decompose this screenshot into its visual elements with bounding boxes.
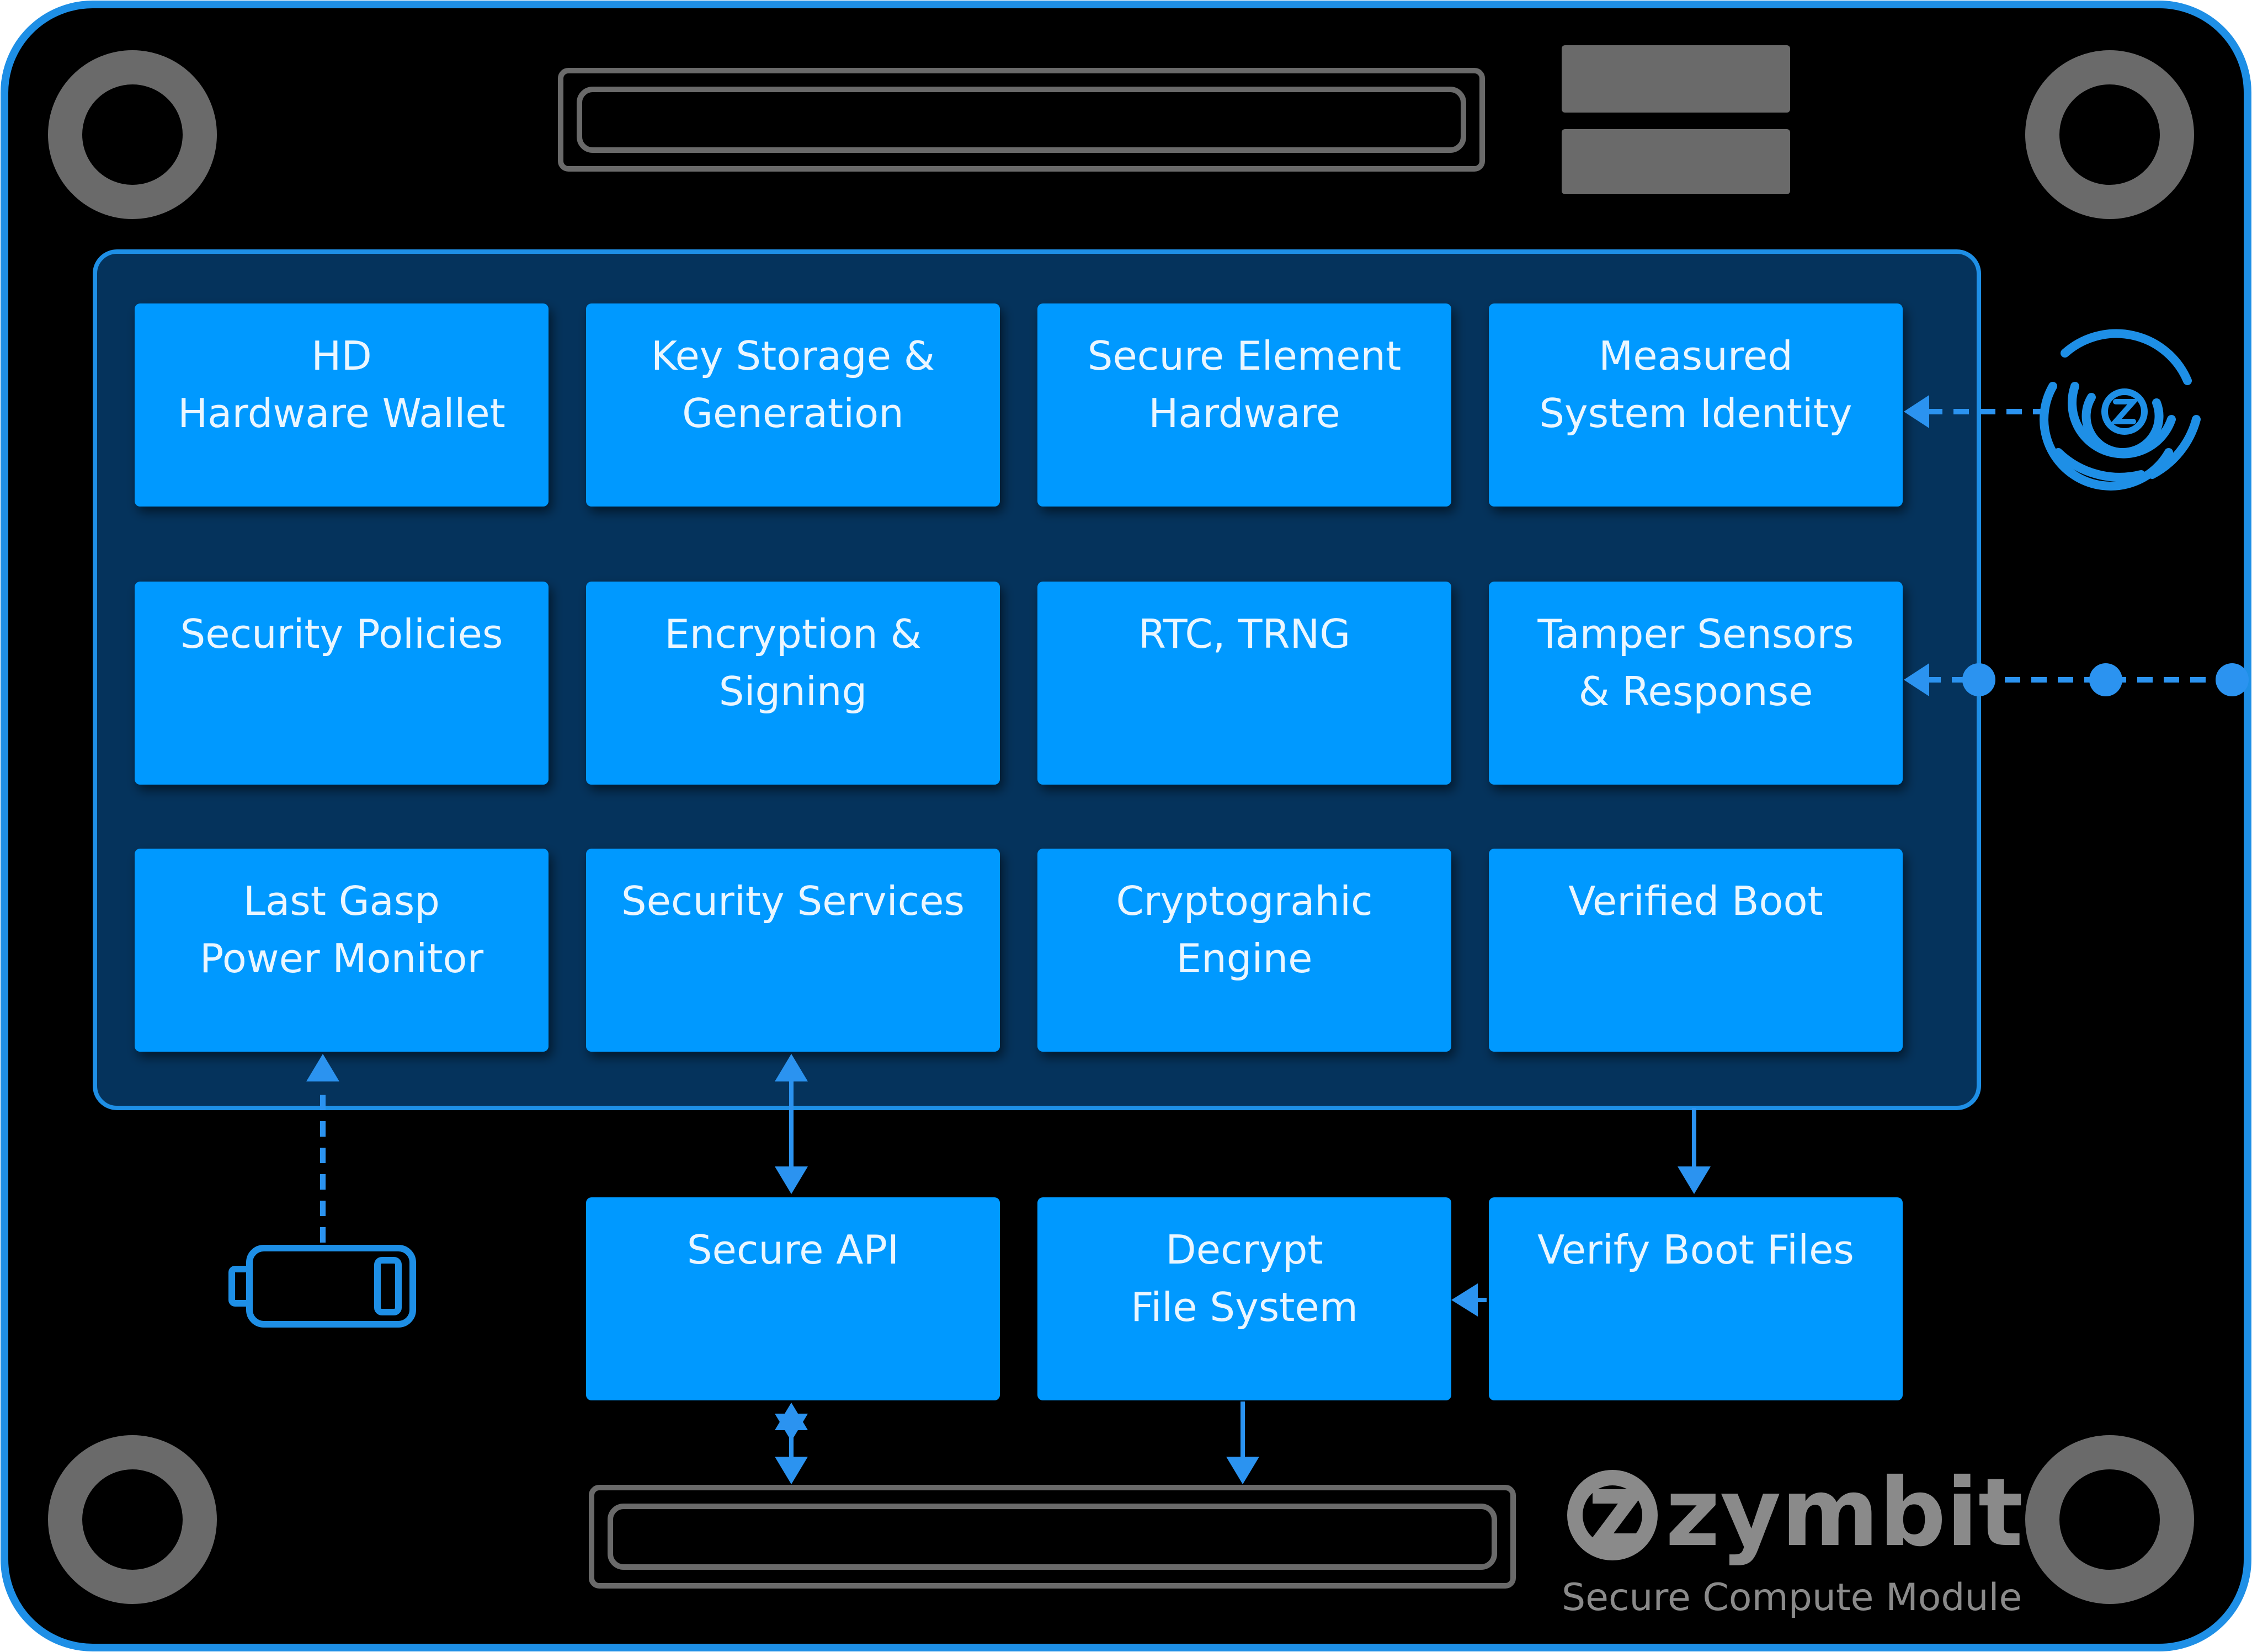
block-label: Last Gasp — [243, 878, 440, 924]
block-rect — [1489, 303, 1903, 507]
block-rect — [586, 582, 1000, 785]
block-hd-wallet: HD Hardware Wallet — [135, 303, 549, 507]
arrows — [306, 395, 2249, 1484]
battery-icon — [228, 1245, 416, 1328]
mounting-hole-top-right — [2025, 50, 2194, 219]
block-rect — [135, 849, 549, 1052]
mounting-holes — [48, 50, 2194, 1604]
block-rect — [1037, 303, 1451, 507]
tamper-node-3 — [2216, 663, 2249, 696]
block-label: Measured — [1599, 333, 1793, 379]
block-security-policies: Security Policies — [135, 582, 549, 785]
block-tamper-sensors: Tamper Sensors & Response — [1489, 582, 1903, 785]
tamper-node-2 — [2089, 663, 2122, 696]
block-rect — [135, 303, 549, 507]
block-label: Verified Boot — [1568, 878, 1823, 924]
block-label: Security Policies — [180, 611, 503, 657]
block-rtc-trng: RTC, TRNG — [1037, 582, 1451, 785]
block-label: Security Services — [621, 878, 965, 924]
block-rect — [586, 849, 1000, 1052]
block-encryption-signing: Encryption & Signing — [586, 582, 1000, 785]
block-rect — [1037, 582, 1451, 785]
block-label: Power Monitor — [200, 935, 484, 982]
block-rect — [586, 303, 1000, 507]
block-label: HD — [311, 333, 372, 379]
block-verify-boot-files: Verify Boot Files — [1489, 1197, 1903, 1400]
block-secure-api: Secure API — [586, 1197, 1000, 1400]
block-label: Encryption & — [664, 611, 922, 657]
block-key-storage: Key Storage & Generation — [586, 303, 1000, 507]
block-rect — [1037, 1197, 1451, 1400]
tamper-node-1 — [1962, 663, 1995, 696]
block-label: Hardware Wallet — [178, 390, 505, 436]
block-rect — [1037, 849, 1451, 1052]
block-label: File System — [1131, 1284, 1358, 1330]
block-label: Signing — [719, 668, 867, 715]
block-rect — [135, 582, 549, 785]
identity-arrowhead — [1904, 395, 1929, 428]
block-label: Tamper Sensors — [1537, 611, 1854, 657]
fingerprint-z-icon — [2040, 329, 2201, 491]
brand-tagline: Secure Compute Module — [1562, 1576, 2022, 1619]
mounting-hole-bottom-right — [2025, 1435, 2194, 1604]
block-label: Key Storage & — [651, 333, 935, 379]
block-label: Engine — [1176, 935, 1313, 982]
block-verified-boot: Verified Boot — [1489, 849, 1903, 1052]
block-label: RTC, TRNG — [1138, 611, 1350, 657]
block-label: Generation — [682, 390, 904, 436]
top-header-connector — [558, 68, 1485, 172]
block-label: Decrypt — [1165, 1227, 1323, 1273]
block-label: & Response — [1579, 668, 1813, 715]
bottom-header-connector — [589, 1485, 1516, 1589]
block-label: Secure API — [687, 1227, 899, 1273]
mounting-hole-bottom-left — [48, 1435, 217, 1604]
module-blocks: HD Hardware Wallet Key Storage & Generation… — [135, 303, 1903, 1052]
block-rect — [1489, 849, 1903, 1052]
block-label: Secure Element — [1088, 333, 1402, 379]
block-rect — [1489, 582, 1903, 785]
block-security-services: Security Services — [586, 849, 1000, 1052]
block-label: Verify Boot Files — [1537, 1227, 1854, 1273]
mounting-hole-top-left — [48, 50, 217, 219]
zymbit-logo-icon — [1567, 1470, 1658, 1560]
block-rect — [586, 1197, 1000, 1400]
block-label: Cryptograhic — [1116, 878, 1372, 924]
tamper-arrowhead — [1904, 663, 1929, 696]
block-label: Hardware — [1148, 390, 1340, 436]
top-chip — [1562, 45, 1790, 194]
block-rect — [1489, 1197, 1903, 1400]
battery-arrowhead — [306, 1054, 339, 1081]
block-label: System Identity — [1539, 390, 1852, 436]
brand-name: zymbit — [1665, 1458, 2023, 1568]
